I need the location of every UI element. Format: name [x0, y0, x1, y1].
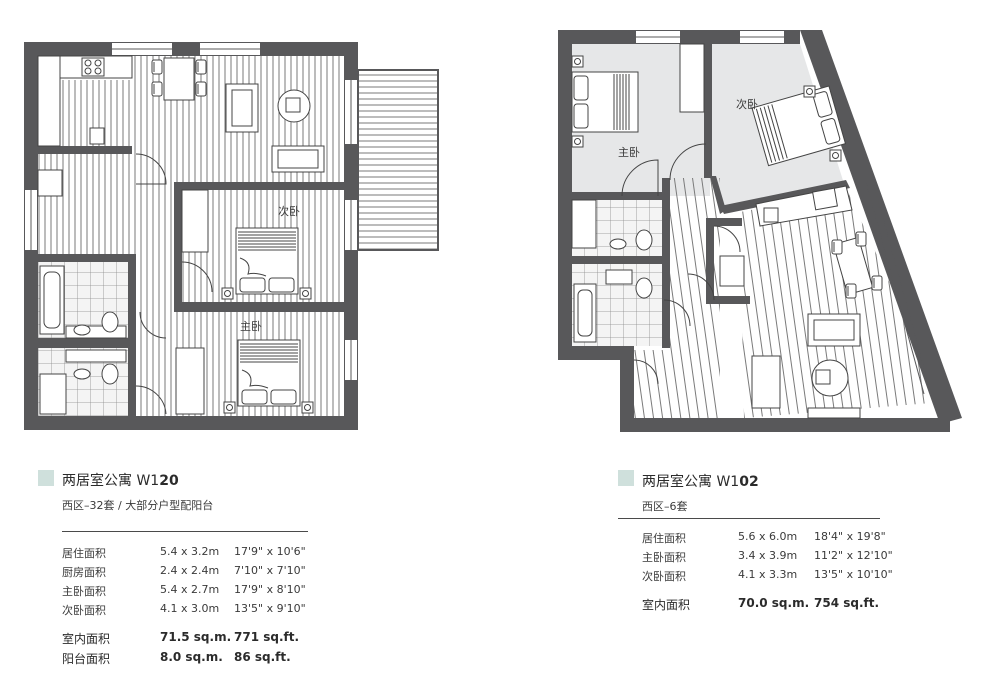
spec-label: 次卧面积	[62, 604, 106, 617]
spec-label: 居住面积	[62, 547, 106, 560]
total-label: 室内面积	[642, 598, 691, 612]
room-label-master-w120: 主卧	[240, 320, 262, 333]
spec-imperial: 13'5" x 10'10"	[814, 568, 893, 581]
spec-label: 主卧面积	[642, 551, 686, 564]
room-label-master-w102: 主卧	[618, 146, 640, 159]
unit-title: 两居室公寓 W120	[62, 473, 179, 489]
spec-metric: 3.4 x 3.9m	[738, 549, 798, 562]
divider	[618, 518, 880, 519]
spec-imperial: 17'9" x 8'10"	[234, 583, 306, 596]
spec-metric: 5.6 x 6.0m	[738, 530, 798, 543]
floor-plan-w102: 主卧 次卧	[558, 30, 962, 432]
spec-label: 厨房面积	[62, 566, 106, 579]
unit-subtitle: 西区–32套 / 大部分户型配阳台	[62, 499, 214, 512]
spec-imperial: 17'9" x 10'6"	[234, 545, 306, 558]
spec-metric: 2.4 x 2.4m	[160, 564, 220, 577]
divider	[62, 531, 308, 532]
total-imperial: 771 sq.ft.	[234, 630, 300, 644]
spec-label: 主卧面积	[62, 585, 106, 598]
unit-subtitle: 西区–6套	[642, 500, 688, 513]
floor-plans: 次卧 主卧	[24, 30, 962, 432]
room-label-bedroom2-w102: 次卧	[736, 97, 758, 111]
total-metric: 70.0 sq.m.	[738, 596, 810, 610]
spec-label: 居住面积	[642, 532, 686, 545]
unit-swatch	[618, 470, 634, 486]
total-imperial: 754 sq.ft.	[814, 596, 880, 610]
spec-metric: 5.4 x 3.2m	[160, 545, 220, 558]
spec-imperial: 18'4" x 19'8"	[814, 530, 886, 543]
spec-imperial: 7'10" x 7'10"	[234, 564, 306, 577]
spec-metric: 4.1 x 3.3m	[738, 568, 798, 581]
spec-label: 次卧面积	[642, 570, 686, 583]
spec-metric: 4.1 x 3.0m	[160, 602, 220, 615]
total-imperial: 86 sq.ft.	[234, 650, 291, 664]
unit-title: 两居室公寓 W102	[642, 474, 759, 490]
floor-plan-w120: 次卧 主卧	[24, 42, 439, 430]
spec-imperial: 13'5" x 9'10"	[234, 602, 306, 615]
room-label-bedroom2-w120: 次卧	[278, 204, 300, 218]
unit-swatch	[38, 470, 54, 486]
total-label: 室内面积	[62, 632, 111, 646]
spec-imperial: 11'2" x 12'10"	[814, 549, 893, 562]
total-metric: 71.5 sq.m.	[160, 630, 232, 644]
total-label: 阳台面积	[62, 652, 111, 666]
total-metric: 8.0 sq.m.	[160, 650, 223, 664]
spec-metric: 5.4 x 2.7m	[160, 583, 220, 596]
